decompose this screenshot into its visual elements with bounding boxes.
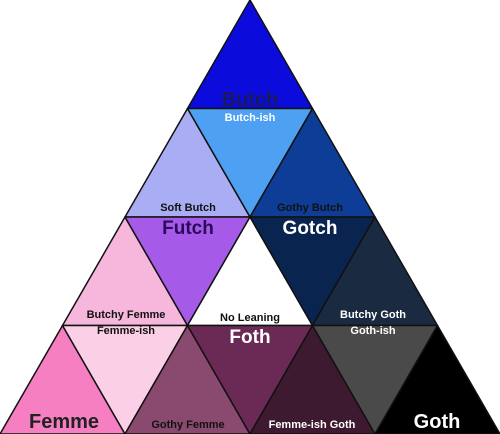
label-femme-ish: Femme-ish — [97, 325, 155, 337]
label-butchy-femme: Butchy Femme — [87, 309, 166, 321]
label-femme: Femme — [29, 411, 99, 433]
label-femme-ish-goth: Femme-ish Goth — [269, 419, 356, 431]
label-goth: Goth — [414, 411, 461, 433]
label-soft-butch: Soft Butch — [160, 202, 216, 214]
label-goth-ish: Goth-ish — [350, 325, 395, 337]
label-butch-ish: Butch-ish — [225, 112, 276, 124]
label-gothy-butch: Gothy Butch — [277, 202, 343, 214]
label-foth: Foth — [229, 327, 270, 348]
label-butchy-goth: Butchy Goth — [340, 309, 406, 321]
label-futch: Futch — [162, 218, 214, 239]
label-no-leaning: No Leaning — [220, 312, 280, 324]
label-gotch: Gotch — [283, 218, 338, 239]
label-gothy-femme: Gothy Femme — [151, 419, 224, 431]
label-butch: Butch — [222, 89, 279, 111]
cell-goth — [374, 324, 500, 434]
